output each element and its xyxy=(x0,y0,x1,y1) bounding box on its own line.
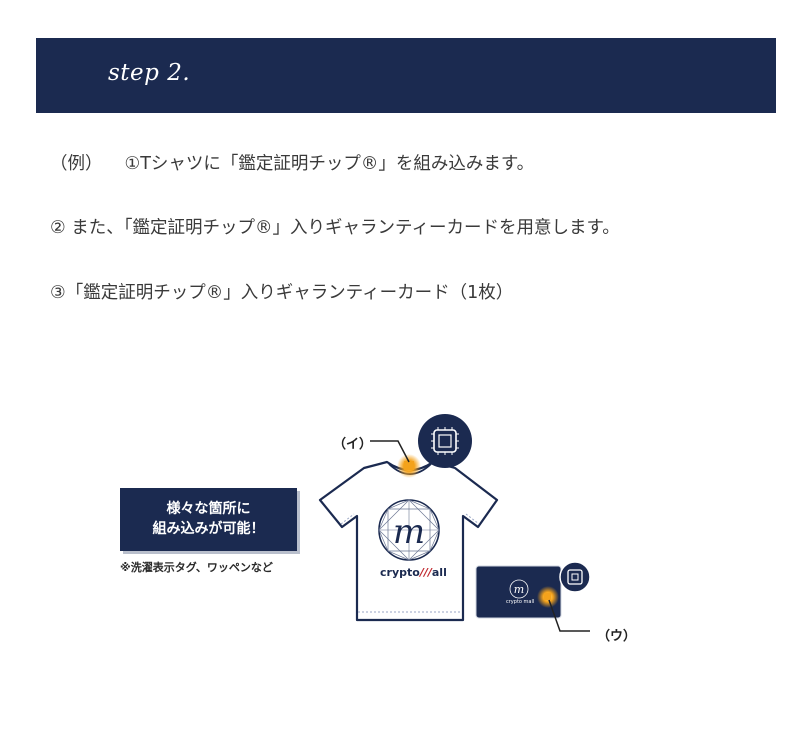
step-line-1: （例） ①Tシャツに「鑑定証明チップ®」を組み込みます。 xyxy=(50,150,534,175)
callout-box: 様々な箇所に 組み込みが可能！ xyxy=(120,488,297,551)
card-brand-text: crypto mall xyxy=(506,599,535,605)
callout-line-1: 様々な箇所に xyxy=(166,501,251,517)
step-title: step 2. xyxy=(108,60,191,86)
label-card-chip: （ウ） xyxy=(597,629,637,644)
callout-line-2: 組み込みが可能！ xyxy=(152,521,265,537)
shirt-brand-text: crypto///all xyxy=(380,566,447,579)
brand-logo: m xyxy=(378,499,440,561)
shirt-chip-leader xyxy=(370,440,410,463)
card-chip-leader xyxy=(548,599,590,632)
step-line-2: ② また、「鑑定証明チップ®」入りギャランティーカードを用意します。 xyxy=(50,218,620,238)
chip-icon xyxy=(418,414,472,468)
shirt-brand-suffix: all xyxy=(431,566,447,579)
callout-note: ※洗濯表示タグ、ワッペンなど xyxy=(120,561,273,574)
t-shirt: m xyxy=(318,460,499,622)
step-line-1-text: ①Tシャツに「鑑定証明チップ®」を組み込みます。 xyxy=(124,154,535,174)
label-shirt-chip: （イ） xyxy=(333,437,373,452)
guarantee-card: m xyxy=(475,565,562,619)
card-logo-letter: m xyxy=(514,583,524,596)
chip-icon xyxy=(559,561,591,593)
logo-letter: m xyxy=(393,512,425,552)
step-header: step 2. xyxy=(36,38,776,113)
card-chip xyxy=(544,593,551,600)
shirt-brand-name: crypto xyxy=(380,566,420,579)
step-line-3: ③「鑑定証明チップ®」入りギャランティーカード（1枚） xyxy=(50,283,514,303)
example-prefix: （例） xyxy=(50,154,103,174)
shirt-chip xyxy=(404,461,414,470)
